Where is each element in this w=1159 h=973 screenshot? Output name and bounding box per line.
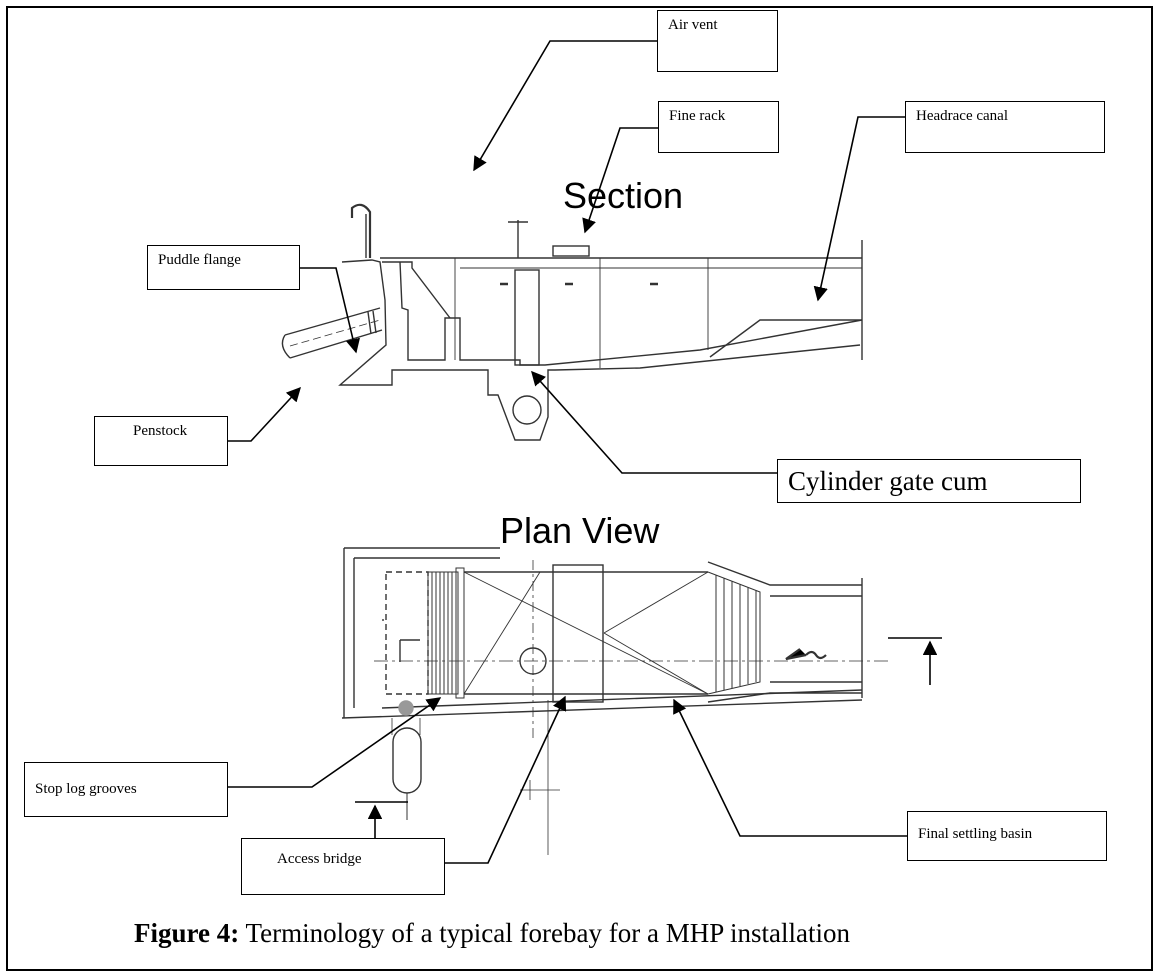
label-fine-rack: Fine rack: [658, 101, 779, 153]
section-marker-pill: [392, 727, 422, 794]
fine-rack-plan: [427, 571, 459, 695]
fine-rack-bar: [382, 261, 451, 319]
label-final-settling-basin: Final settling basin: [907, 811, 1107, 861]
access-bridge-plan: [552, 564, 604, 703]
section-cut-arrows: [355, 637, 942, 850]
flow-arrow: [805, 650, 827, 660]
cover-slab: [552, 245, 590, 257]
figure-frame: [6, 6, 1153, 971]
label-headrace-canal: Headrace canal: [905, 101, 1105, 153]
plan-view-title: Plan View: [500, 510, 660, 551]
label-air-vent: Air vent: [657, 10, 778, 72]
leader-lines: [228, 40, 907, 864]
forebay-outline: [338, 259, 861, 441]
caption-prefix: Figure 4:: [134, 918, 240, 948]
figure-caption: Figure 4: Terminology of a typical foreb…: [134, 918, 850, 949]
label-puddle-flange: Puddle flange: [147, 245, 300, 290]
plan-view: [341, 547, 890, 855]
air-vent-pipe: [350, 203, 372, 258]
section-title: Section: [563, 175, 684, 216]
section-view: [281, 203, 863, 441]
transition-hatch: [707, 571, 761, 695]
label-stop-log-grooves: Stop log grooves: [24, 762, 228, 817]
label-access-bridge: Access bridge: [241, 838, 445, 895]
penstock-pipe: [281, 307, 383, 359]
stop-log-marker: [398, 700, 414, 716]
label-cylinder-gate: Cylinder gate cum: [777, 459, 1081, 503]
cylinder-gate: [508, 220, 542, 425]
label-penstock: Penstock: [94, 416, 228, 466]
caption-text: Terminology of a typical forebay for a M…: [239, 918, 850, 948]
puddle-flange-mark: [367, 311, 372, 335]
